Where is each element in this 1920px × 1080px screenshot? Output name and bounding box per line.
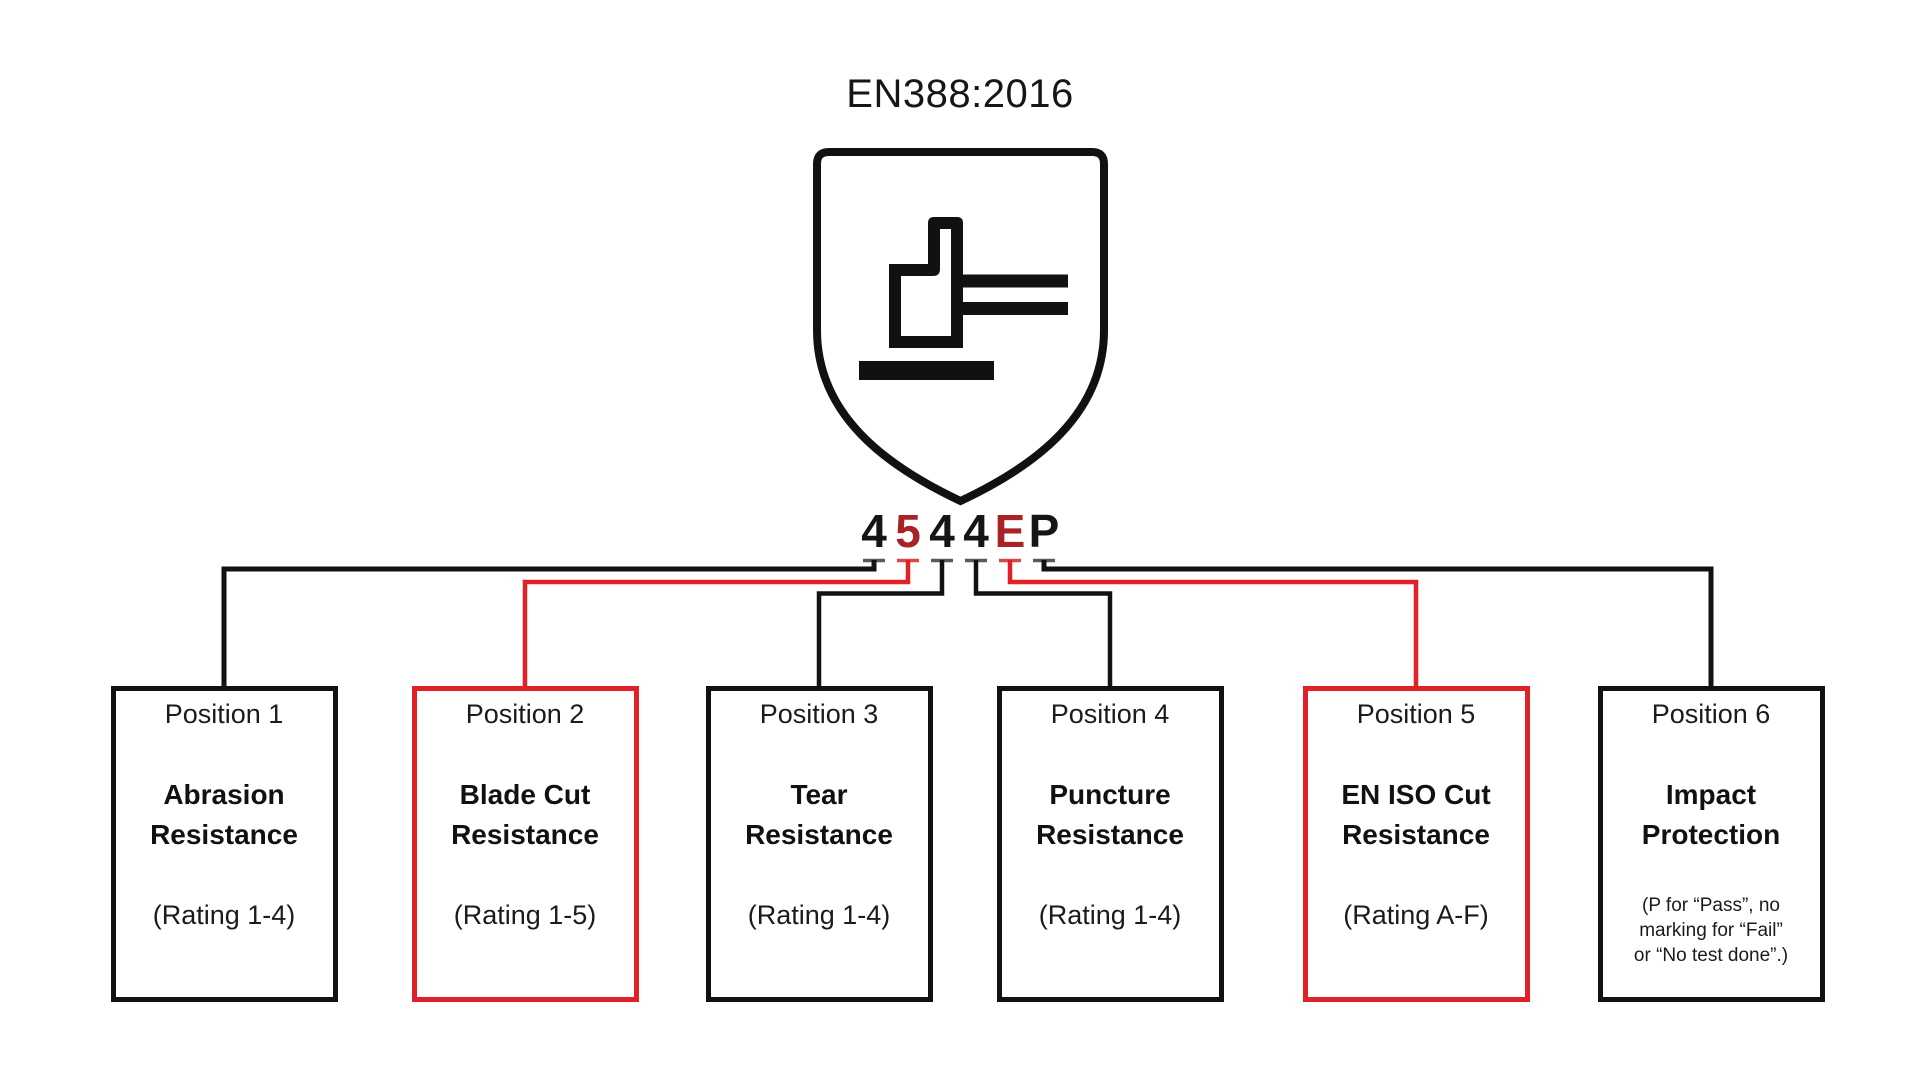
code-char-6: P [1028, 505, 1060, 557]
hammer-fist-icon [859, 217, 1068, 380]
position-5-box: Position 5 EN ISO Cut Resistance (Rating… [1302, 686, 1530, 1002]
box-note: (P for “Pass”, no marking for “Fail” or … [1633, 895, 1789, 966]
connector-position-4 [973, 560, 1113, 688]
box-title: Abrasion Resistance [150, 779, 298, 850]
code-char-2: 5 [895, 505, 921, 557]
code-char-1: 4 [861, 505, 887, 557]
box-rating: (Rating A-F) [1343, 900, 1489, 930]
box-rating: (Rating 1-5) [453, 900, 597, 930]
position-label: Position 4 [1050, 699, 1170, 729]
connector-position-3 [816, 560, 945, 688]
code-char-5: E [994, 505, 1026, 557]
box-title: Blade Cut Resistance [451, 779, 599, 850]
position-label: Position 5 [1356, 699, 1476, 729]
position-4-box: Position 4 Puncture Resistance (Rating 1… [996, 686, 1224, 1002]
box-title: EN ISO Cut Resistance [1341, 779, 1491, 850]
code-char-4: 4 [963, 505, 989, 557]
connector-position-1 [221, 560, 877, 688]
position-3-box: Position 3 Tear Resistance (Rating 1-4) [705, 686, 933, 1002]
box-title: Tear Resistance [745, 779, 893, 850]
connector-position-5 [1007, 560, 1419, 688]
box-rating: (Rating 1-4) [152, 900, 296, 930]
connector-position-6 [1041, 560, 1714, 688]
box-rating: (Rating 1-4) [1038, 900, 1182, 930]
position-label: Position 6 [1651, 699, 1771, 729]
box-title: Impact Protection [1641, 779, 1781, 850]
position-label: Position 3 [759, 699, 879, 729]
page-title: EN388:2016 [846, 72, 1074, 116]
code-char-3: 4 [929, 505, 955, 557]
position-1-box: Position 1 Abrasion Resistance (Rating 1… [110, 686, 338, 1002]
position-label: Position 2 [465, 699, 585, 729]
position-label: Position 1 [164, 699, 284, 729]
box-title: Puncture Resistance [1036, 779, 1184, 850]
shield-icon [813, 148, 1108, 506]
position-2-box: Position 2 Blade Cut Resistance (Rating … [411, 686, 639, 1002]
connector-position-2 [522, 560, 911, 688]
box-rating: (Rating 1-4) [747, 900, 891, 930]
connector-lines [221, 560, 1714, 688]
position-6-box: Position 6 Impact Protection (P for “Pas… [1597, 686, 1825, 1002]
